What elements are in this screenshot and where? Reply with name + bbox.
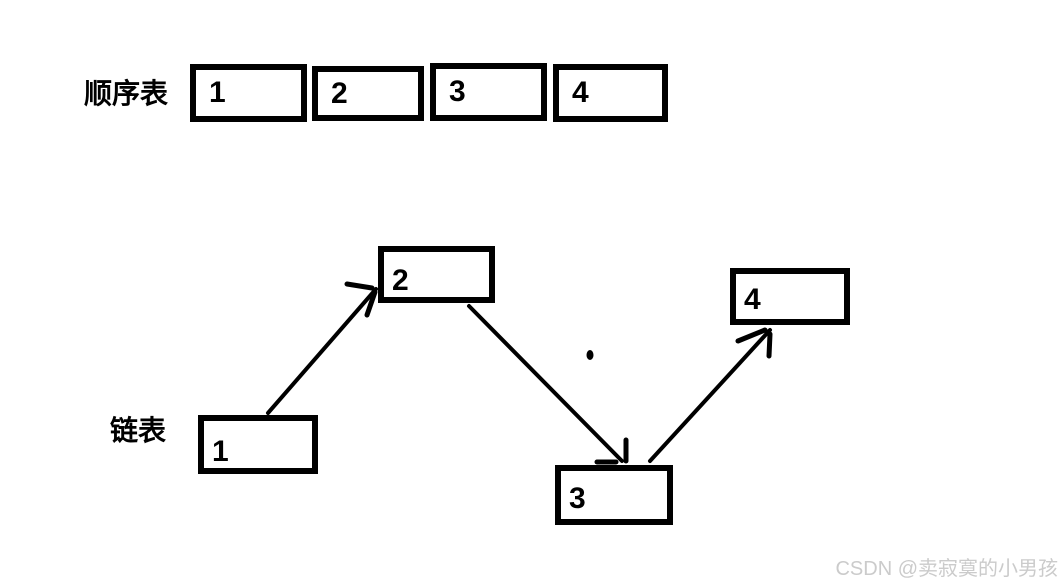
arrow-1-to-2-barb-lower — [364, 289, 378, 318]
sequential-cell-2: 2 — [312, 66, 424, 121]
linked-list-label: 链表 — [110, 415, 167, 446]
arrow-3-to-4-barb-left — [735, 327, 768, 344]
sequential-cell-4: 4 — [553, 64, 668, 122]
arrow-1-to-2-shaft — [266, 287, 378, 415]
sequential-cell-1: 1 — [190, 64, 307, 122]
arrow-3-to-4-shaft — [648, 328, 772, 463]
linked-node-3: 3 — [555, 465, 673, 525]
arrow-3-to-4-barb-lower — [766, 331, 773, 359]
ink-dot — [586, 350, 594, 360]
watermark: CSDN @卖寂寞的小男孩 — [835, 558, 1058, 580]
arrow-1-to-2-barb-upper — [344, 281, 375, 291]
sequential-cell-3: 3 — [430, 63, 547, 121]
linked-node-4: 4 — [730, 268, 850, 325]
linked-node-1: 1 — [198, 415, 318, 474]
arrow-2-to-3-shaft — [467, 304, 624, 463]
linked-node-2: 2 — [378, 246, 495, 303]
sequential-list-label: 顺序表 — [84, 78, 169, 109]
